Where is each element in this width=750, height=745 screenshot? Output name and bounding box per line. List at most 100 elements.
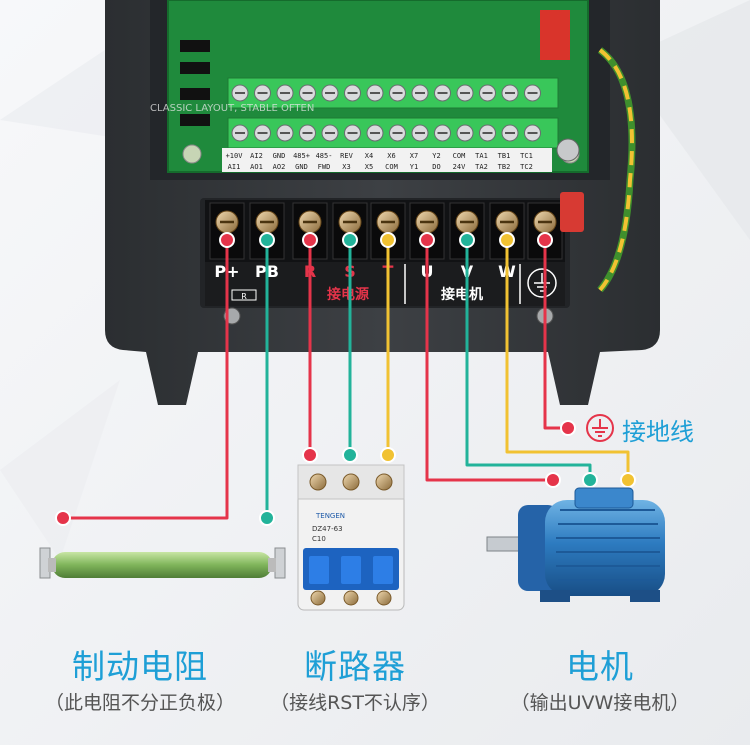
pcb-pin-label: COM [385, 163, 398, 171]
pcb-pin-label: Y2 [432, 152, 440, 160]
pcb-pin-label: X6 [387, 152, 395, 160]
power-input-label: 接电源 [327, 286, 369, 303]
pcb-pin-label: FWD [318, 163, 331, 171]
pcb-pin-label: Y1 [410, 163, 418, 171]
wire-endpoint-dot [302, 447, 318, 463]
pcb-pin-label: TB1 [498, 152, 511, 160]
pcb-terminal-screw [254, 84, 271, 102]
pcb-pin-label: X4 [365, 152, 373, 160]
pcb-terminal-screw [411, 84, 429, 102]
pcb-pin-label: 24V [453, 163, 466, 171]
pcb-pin-label: +10V [226, 152, 244, 160]
internal-ground-wire [556, 47, 636, 293]
wire-w [505, 240, 630, 480]
jumper-headers [180, 10, 570, 126]
brake-resistor-mark: R [241, 292, 247, 301]
pcb-terminal-screw [389, 124, 406, 142]
pcb-terminal-screw [344, 124, 361, 142]
pcb-terminal-screw [276, 124, 294, 142]
pcb-pin-label: TA1 [475, 152, 488, 160]
pcb-terminal-screw [389, 84, 406, 102]
breaker-note: （接线RST不认序） [270, 692, 440, 714]
ground-symbol-icon [586, 414, 614, 442]
resistor-note: （此电阻不分正负极） [44, 692, 235, 714]
pcb-pin-label: X5 [365, 163, 373, 171]
pcb-pin-label: AO2 [273, 163, 286, 171]
wire-endpoint-dot [380, 447, 396, 463]
pcb-pin-label: X7 [410, 152, 418, 160]
wire-endpoint-dot [219, 232, 235, 248]
pcb-pin-label: COM [453, 152, 466, 160]
pcb-pin-label: DO [432, 163, 440, 171]
pcb-pin-label: 485+ [293, 152, 310, 160]
pcb-terminal-screw [479, 84, 496, 102]
pcb-watermark: CLASSIC LAYOUT, STABLE OFTEN [150, 103, 314, 114]
pcb-terminal-screw [276, 84, 294, 102]
pcb-terminal-screw [299, 84, 316, 102]
pcb-terminal-screw [321, 124, 339, 142]
wire-u [425, 240, 553, 482]
motor-title: 电机 [566, 647, 634, 686]
wire-endpoint-dot [499, 232, 515, 248]
wire-endpoint-dot [545, 472, 561, 488]
electric-motor [486, 487, 665, 602]
pcb-terminal-screw [479, 124, 496, 142]
wire-endpoint-dot [459, 232, 475, 248]
wire-endpoint-dot [259, 510, 275, 526]
motor-note: （输出UVW接电机） [510, 692, 690, 714]
wire-endpoint-dot [380, 232, 396, 248]
wire-endpoint-dot [537, 232, 553, 248]
pcb-pin-label: X3 [342, 163, 350, 171]
pcb-terminal-screw [456, 84, 474, 102]
pcb-pin-label: AO1 [250, 163, 263, 171]
wire-endpoint-dot [419, 232, 435, 248]
pcb-terminal-screw [501, 84, 519, 102]
breaker-brand: TENGEN [315, 512, 345, 520]
pcb-terminal-screw [501, 124, 519, 142]
pcb-terminal-screw [434, 84, 451, 102]
pcb-terminal-screw [434, 124, 451, 142]
pcb-pin-label: AI1 [228, 163, 241, 171]
pcb-pin-label: GND [273, 152, 286, 160]
pcb-pin-label: TC2 [520, 163, 533, 171]
wire-endpoint-dot [620, 472, 636, 488]
pcb-terminal-screw [366, 84, 384, 102]
pcb-pin-label: TC1 [520, 152, 533, 160]
pcb-terminal-screw [366, 124, 384, 142]
circuit-breaker: TENGEN DZ47-63 C10 [297, 464, 405, 611]
pcb-terminal-screw [456, 124, 474, 142]
pcb-pin-label: AI2 [250, 152, 263, 160]
pcb-terminal-screw [344, 84, 361, 102]
pcb-terminal-screw [254, 124, 271, 142]
wire-endpoint-dot [302, 232, 318, 248]
breaker-title: 断路器 [304, 647, 406, 686]
breaker-model: DZ47-63 [312, 525, 343, 533]
wire-endpoint-dot [55, 510, 71, 526]
breaker-rating: C10 [312, 535, 326, 543]
pcb-pin-label: 485- [316, 152, 333, 160]
wire-endpoint-dot [342, 447, 358, 463]
pcb-pin-label: TA2 [475, 163, 488, 171]
pcb-terminal-screw [299, 124, 316, 142]
pcb-terminal-screw [231, 124, 249, 142]
wire-endpoint-dot [259, 232, 275, 248]
pcb-pin-label: REV [340, 152, 353, 160]
braking-resistor [39, 547, 286, 579]
pcb-terminal-screw [524, 124, 541, 142]
ground-wire-label: 接地线 [622, 418, 694, 446]
wire-pplus [63, 240, 229, 520]
pcb-terminal-screw [411, 124, 429, 142]
power-terminal-screw [527, 202, 563, 260]
wire-endpoint-dot [560, 420, 576, 436]
wire-endpoint-dot [582, 472, 598, 488]
pcb-terminal-screw [524, 84, 541, 102]
pcb-pin-label: TB2 [498, 163, 511, 171]
motor-output-label: 接电机 [441, 286, 483, 303]
pcb-pin-label: GND [295, 163, 308, 171]
pcb-terminal-screw [321, 84, 339, 102]
pcb-terminal-screw [231, 84, 249, 102]
wiring [63, 240, 630, 520]
